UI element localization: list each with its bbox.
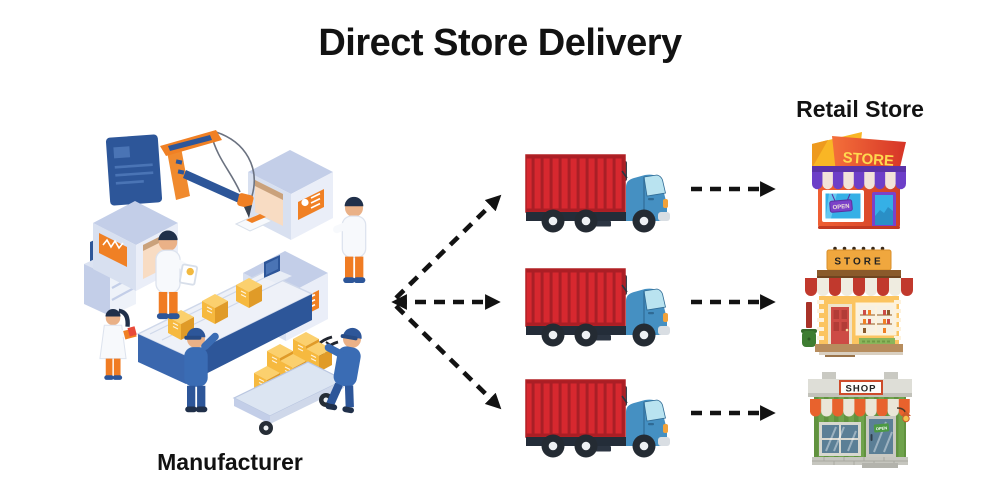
store3-window	[819, 422, 861, 456]
store3-wall-lamp	[896, 407, 911, 423]
retail-store-3-icon: SHOP OPEN	[808, 372, 912, 468]
worker-lab-left	[99, 308, 137, 380]
store1-door	[872, 192, 896, 228]
store1-open-sign: OPEN	[832, 204, 849, 211]
delivery-truck-icon	[525, 268, 671, 348]
retail-store-2-icon: STORE	[801, 246, 913, 357]
store1-awning	[812, 172, 906, 190]
store1-sign-text: STORE	[842, 149, 894, 170]
store3-awning	[810, 399, 910, 417]
delivery-truck-icon	[525, 154, 671, 234]
manufacturer-label: Manufacturer	[157, 449, 303, 475]
store2-sign-text: STORE	[834, 257, 883, 268]
store2-sign: STORE	[826, 246, 892, 271]
page-title: Direct Store Delivery	[318, 22, 682, 64]
retail-store-label: Retail Store	[796, 96, 924, 122]
store3-sign-text: SHOP	[846, 384, 877, 395]
worker-lab-right	[333, 196, 367, 284]
worker-lab-clipboard	[155, 230, 199, 320]
laptop-icon	[264, 255, 292, 283]
store2-side-sign	[806, 302, 812, 328]
wall-display-board	[105, 134, 163, 206]
store2-awning	[805, 278, 913, 297]
store3-sign	[839, 380, 883, 395]
robot-arm	[160, 130, 274, 232]
retail-store-1-icon: STORE OPEN	[812, 132, 906, 229]
worker-blue-conveyor	[184, 327, 219, 413]
truck-to-store-arrow-icon	[688, 292, 784, 312]
truck-to-store-arrow-icon	[688, 179, 784, 199]
delivery-truck-icon	[525, 379, 671, 459]
store3-open-sign: OPEN	[876, 425, 888, 431]
truck-to-store-arrow-icon	[688, 403, 784, 423]
store2-window	[855, 302, 897, 336]
fanout-arrows-icon	[391, 194, 502, 410]
hand-truck	[232, 331, 346, 435]
store3-base	[812, 457, 908, 468]
worker-blue-pusher	[324, 327, 362, 414]
store2-trash-bin	[801, 329, 817, 347]
store1-window: OPEN	[822, 190, 864, 222]
store2-door	[828, 304, 852, 344]
conveyor-counter	[136, 255, 314, 384]
manufacturer-illustration	[84, 130, 367, 435]
store3-door: OPEN	[866, 416, 896, 457]
